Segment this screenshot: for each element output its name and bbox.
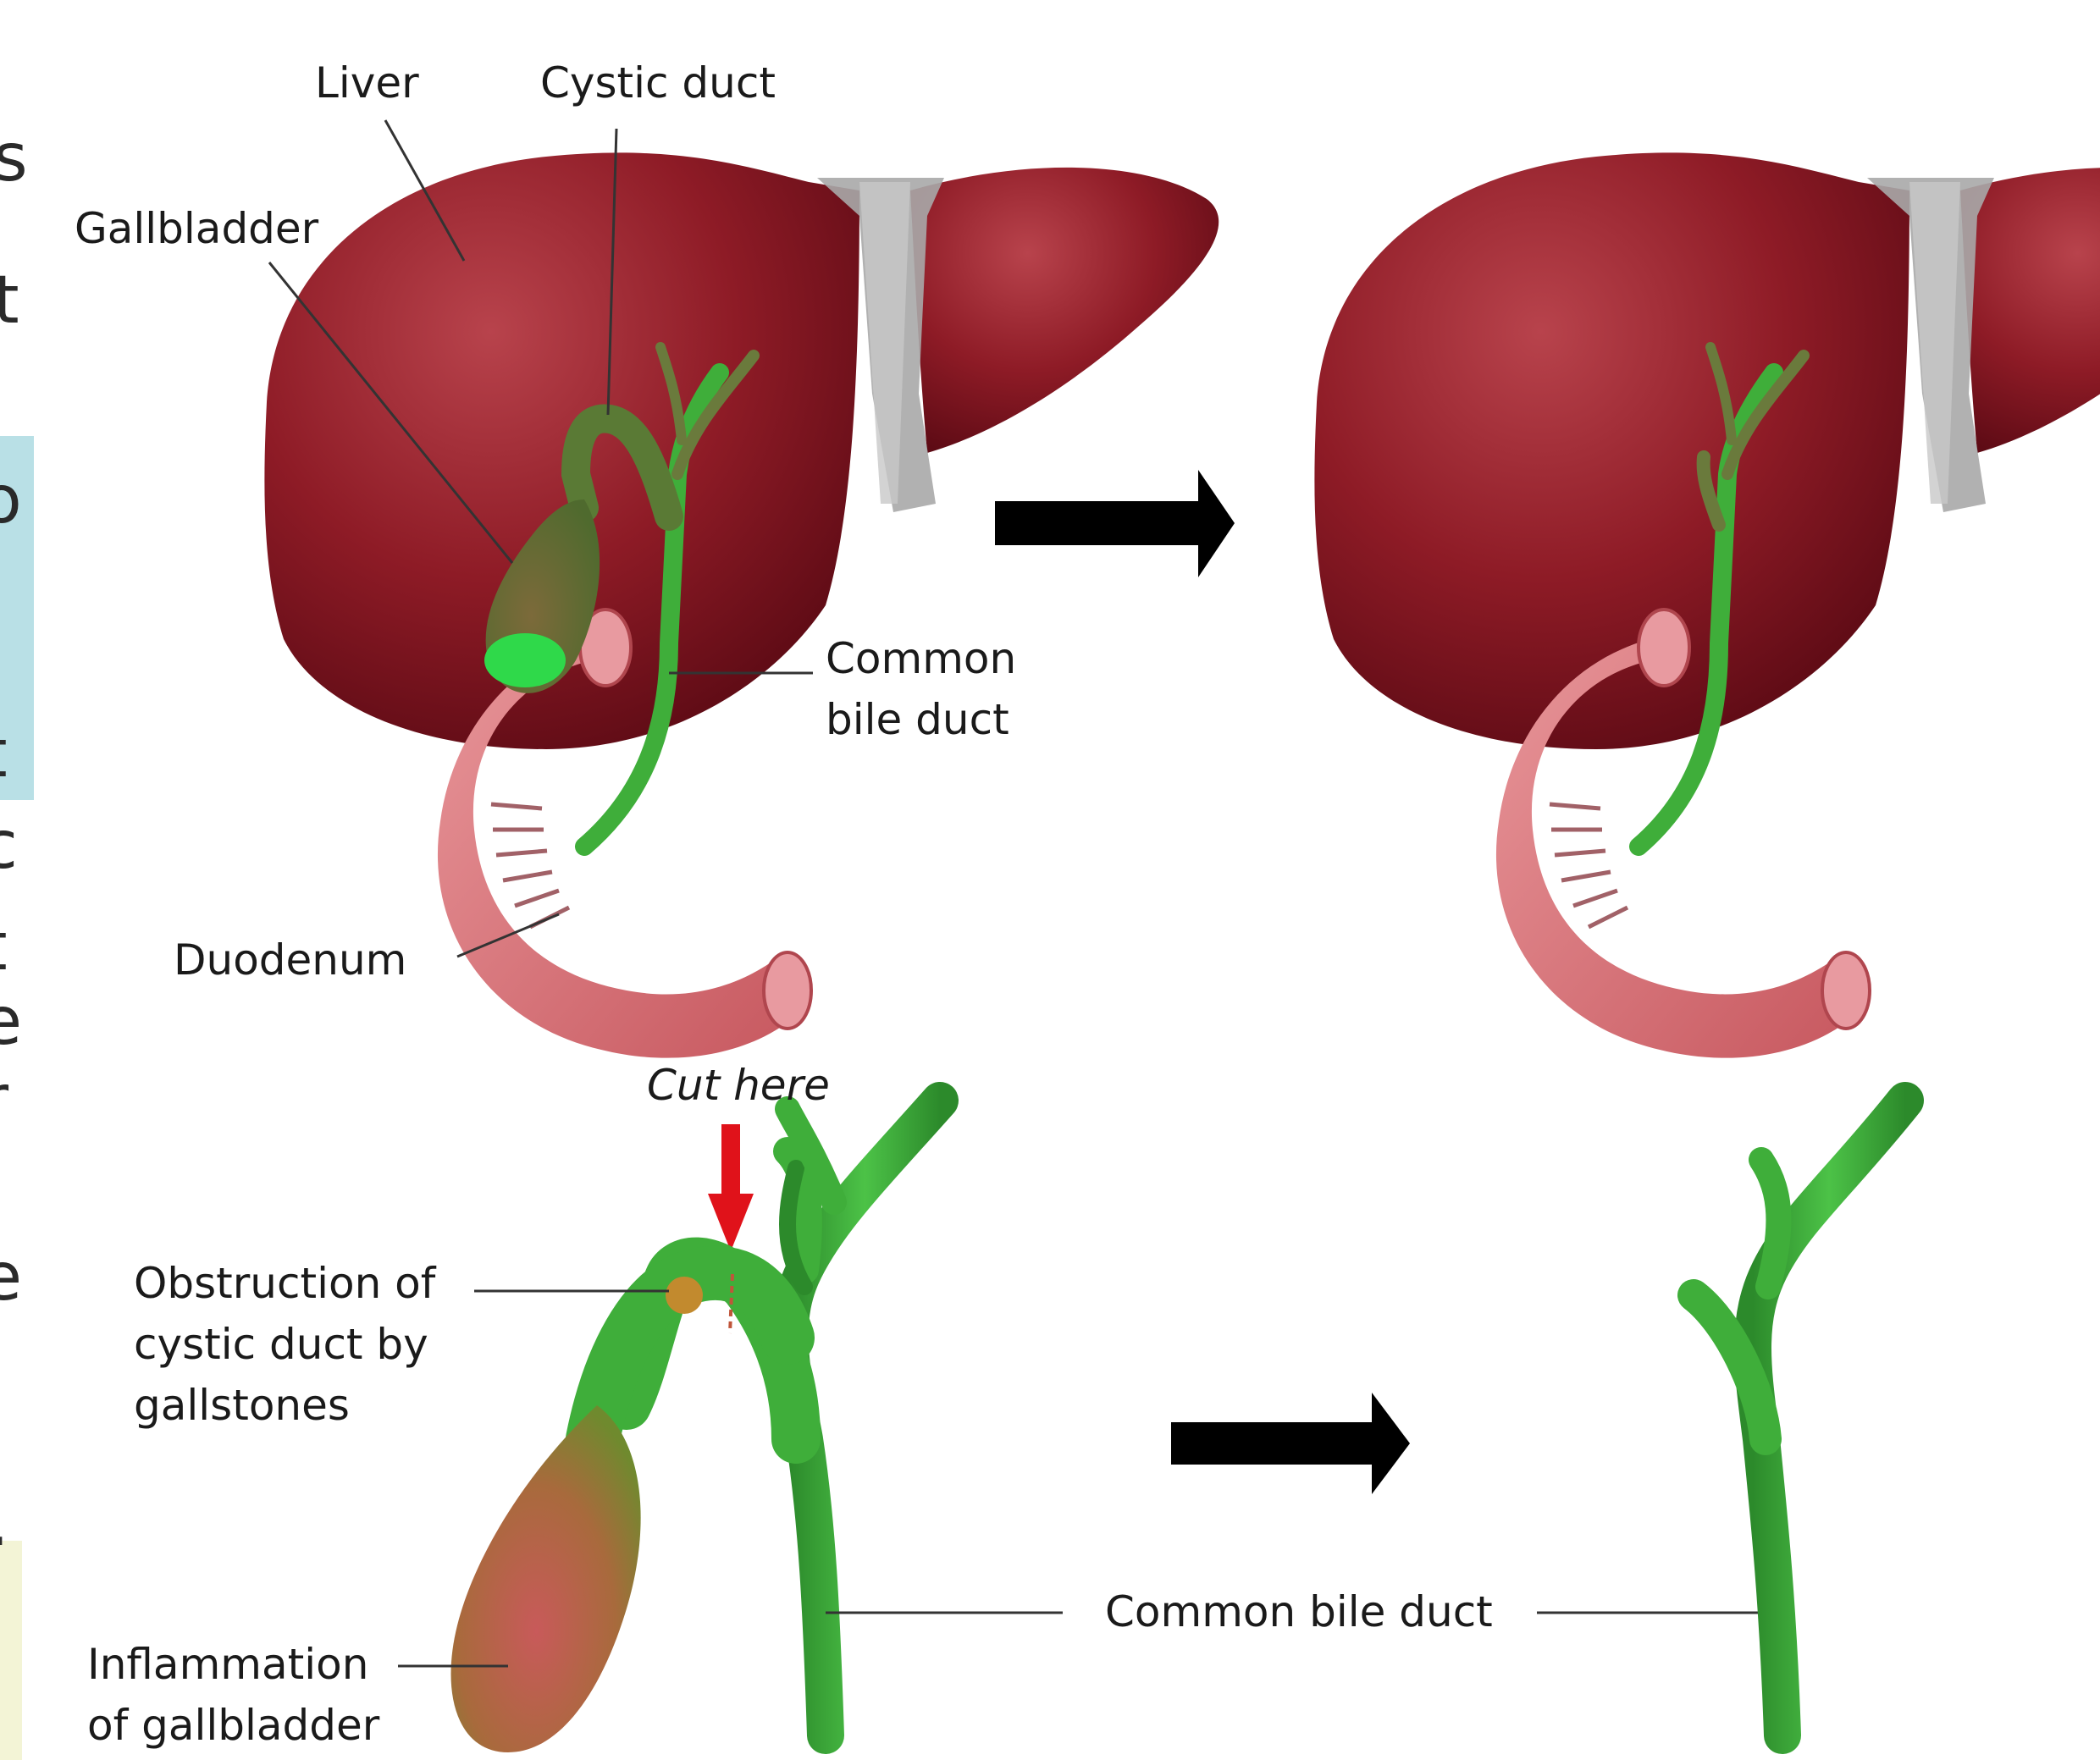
label-duodenum: Duodenum bbox=[174, 930, 406, 990]
label-common-bile-duct-top: Common bile duct bbox=[826, 628, 1016, 750]
label-inflammation-line1: Inflammation bbox=[87, 1634, 379, 1695]
gallbladder-fundus bbox=[484, 633, 566, 687]
arrow-top bbox=[995, 470, 1235, 577]
liver-before bbox=[264, 152, 1219, 749]
label-inflammation: Inflammation of gallbladder bbox=[87, 1634, 379, 1756]
arrow-bottom bbox=[1171, 1393, 1410, 1494]
label-common-bile-duct-bottom: Common bile duct bbox=[1105, 1581, 1493, 1642]
liver-after bbox=[1314, 152, 2100, 749]
label-obstruction-line1: Obstruction of bbox=[134, 1253, 435, 1314]
biliary-tree-bottom-left bbox=[627, 1101, 940, 1735]
label-liver: Liver bbox=[315, 52, 419, 113]
biliary-tree-bottom-right bbox=[1694, 1101, 1905, 1735]
label-cystic-duct: Cystic duct bbox=[540, 52, 776, 113]
label-gallbladder: Gallbladder bbox=[75, 198, 318, 259]
label-obstruction: Obstruction of cystic duct by gallstones bbox=[134, 1253, 435, 1436]
gallstone bbox=[666, 1277, 703, 1314]
label-cut-here: Cut here bbox=[647, 1055, 830, 1116]
label-common-bile-duct-line2: bile duct bbox=[826, 689, 1016, 750]
cut-arrow bbox=[708, 1124, 754, 1251]
label-obstruction-line3: gallstones bbox=[134, 1375, 435, 1436]
gallbladder-inflamed bbox=[451, 1405, 641, 1752]
label-inflammation-line2: of gallbladder bbox=[87, 1695, 379, 1756]
label-common-bile-duct-line1: Common bbox=[826, 628, 1016, 689]
label-obstruction-line2: cystic duct by bbox=[134, 1314, 435, 1375]
